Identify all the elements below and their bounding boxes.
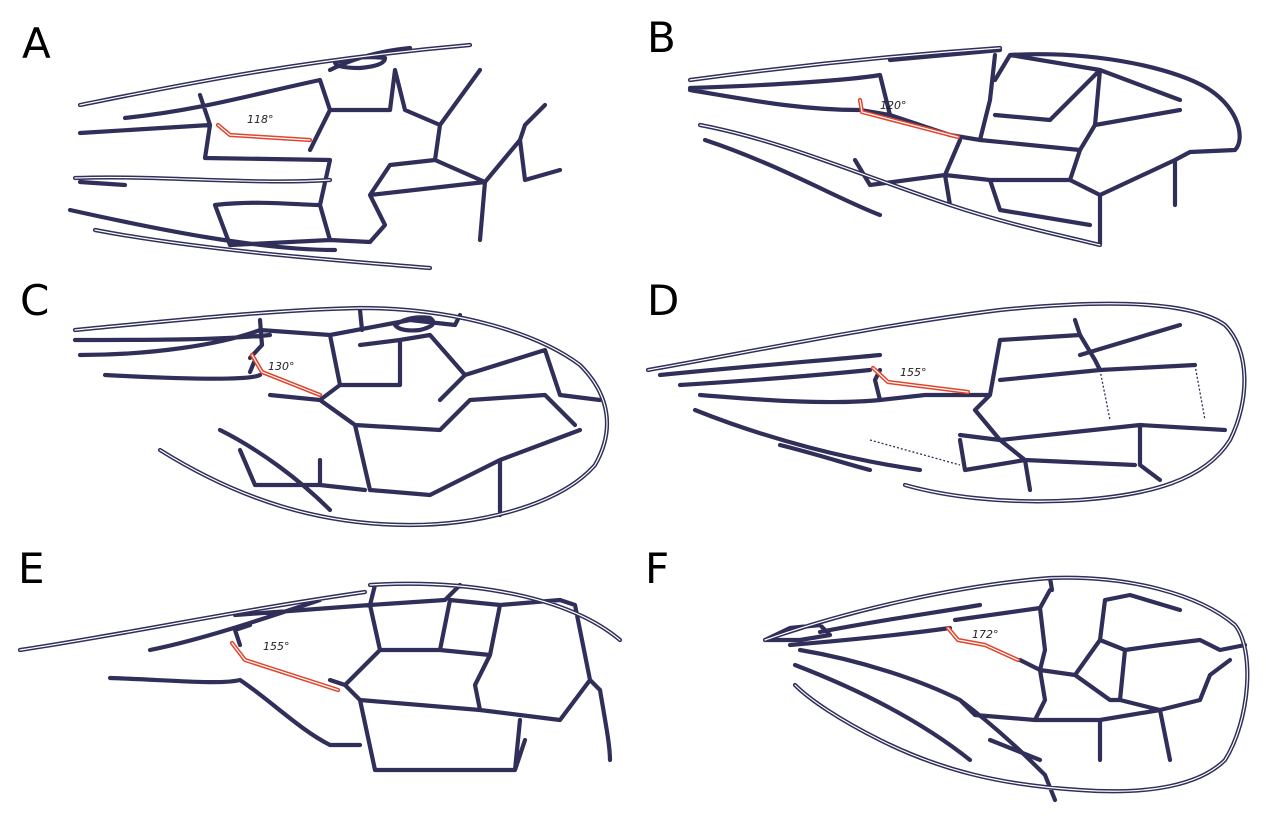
panel-c-highlight-vein-inner [251, 354, 321, 396]
panel-c-vein-inner [74, 307, 608, 526]
panel-f-wing [762, 575, 1250, 803]
panel-c-wing [72, 305, 610, 528]
panel-f-highlight-vein-inner [947, 627, 1019, 661]
panel-a-vein-inner [74, 44, 471, 269]
panel-b-highlight-vein [857, 97, 961, 140]
panel-a-wing [67, 42, 563, 271]
panel-c-letter: C [20, 276, 49, 325]
panel-f: F 172° [645, 544, 1250, 803]
panel-c: C 130° [20, 276, 610, 528]
panel-d-wing [645, 301, 1247, 504]
panel-d-letter: D [647, 276, 679, 325]
panel-e-vein-inner [19, 583, 621, 651]
panel-d-vein [645, 301, 1247, 504]
panel-b-vein [687, 45, 1242, 248]
panel-e-vein [17, 581, 623, 773]
panel-a-highlight-vein [215, 122, 313, 143]
panel-c-angle-label: 130° [268, 360, 295, 373]
panel-d-angle-label: 155° [900, 366, 927, 379]
panel-b-letter: B [647, 13, 676, 62]
panel-b-highlight-vein-inner [859, 99, 959, 138]
panel-d-highlight-vein-inner [872, 367, 969, 393]
panel-e-highlight-vein-inner [231, 642, 339, 691]
panel-f-vein-inner [764, 577, 1248, 792]
panel-a: A 118° [22, 19, 563, 271]
panel-b-wing [687, 45, 1242, 248]
panel-f-vein [762, 575, 1250, 803]
panel-a-angle-label: 118° [247, 113, 274, 126]
panel-e-angle-label: 155° [263, 640, 290, 653]
panel-e: E 155° [17, 544, 623, 773]
panel-b: B 120° [647, 13, 1242, 248]
panel-e-letter: E [18, 544, 45, 593]
panel-a-vein [67, 42, 563, 271]
panel-d: D 155° [645, 276, 1247, 504]
panel-e-wing [17, 581, 623, 773]
panel-b-vein-inner [689, 47, 1101, 246]
panel-a-highlight-vein-inner [217, 124, 311, 141]
panel-f-letter: F [645, 544, 669, 593]
panel-a-letter: A [22, 19, 51, 68]
panel-b-angle-label: 120° [880, 99, 907, 112]
panel-f-angle-label: 172° [972, 628, 999, 641]
panel-c-vein [72, 305, 610, 528]
panel-d-vein-inner [647, 303, 1245, 502]
panel-d-dashed-veins [869, 364, 1206, 466]
